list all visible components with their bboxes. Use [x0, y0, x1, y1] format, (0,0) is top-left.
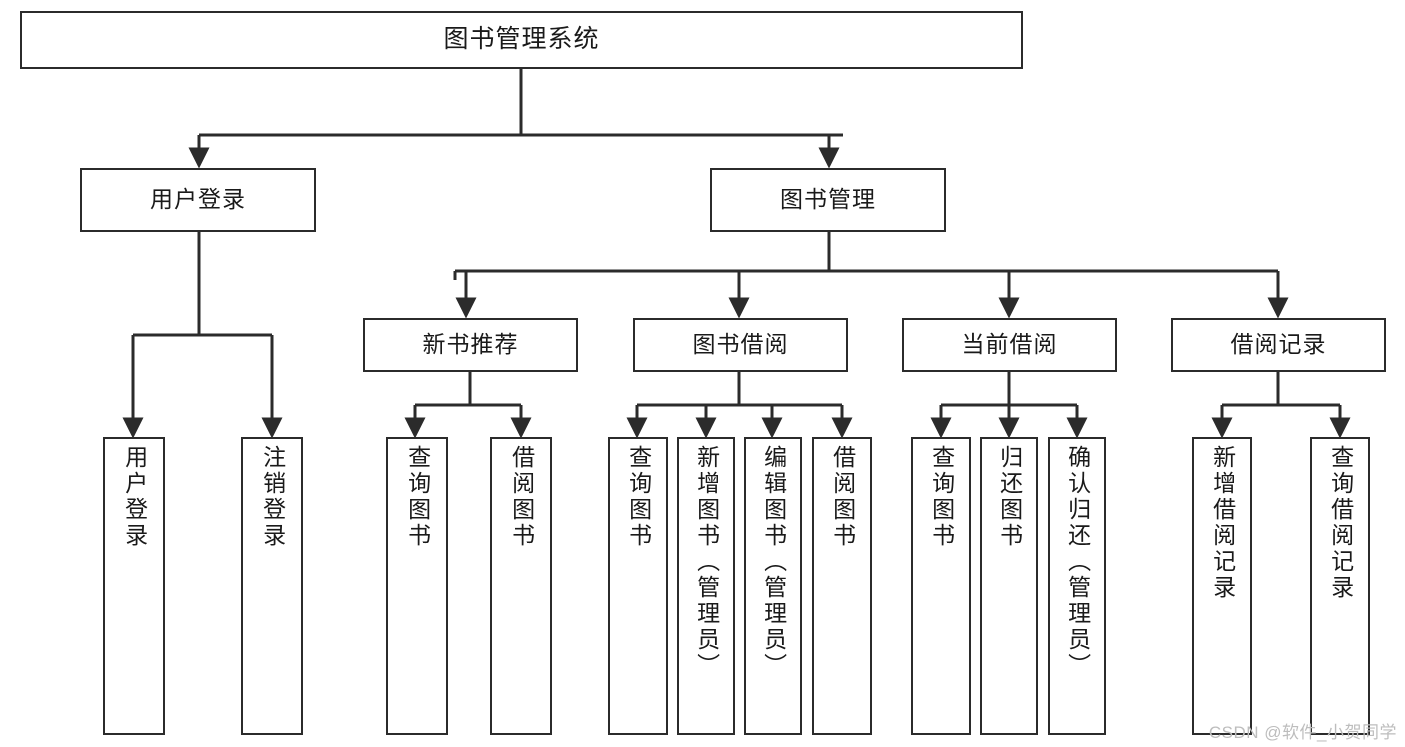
node-book-management[interactable]: 图书管理 — [710, 168, 946, 232]
leaf-label: 查询借阅记录 — [1327, 445, 1354, 601]
leaf-label: 查询图书 — [928, 445, 955, 549]
node-root-system[interactable]: 图书管理系统 — [20, 11, 1023, 69]
leaf-label: 查询图书 — [625, 445, 652, 549]
leaf-label: 新增图书（管理员） — [693, 445, 720, 679]
leaf-label: 归还图书 — [996, 445, 1023, 549]
node-borrow-records[interactable]: 借阅记录 — [1171, 318, 1386, 372]
watermark-text: CSDN @软件_小贺同学 — [1208, 723, 1397, 742]
leaf-current-return-book[interactable]: 归还图书 — [980, 437, 1038, 735]
leaf-current-confirm-return-admin[interactable]: 确认归还（管理员） — [1048, 437, 1106, 735]
leaf-current-query-book[interactable]: 查询图书 — [911, 437, 971, 735]
leaf-label: 借阅图书 — [508, 445, 535, 549]
leaf-user-login-logout[interactable]: 注销登录 — [241, 437, 303, 735]
node-new-book-recommend[interactable]: 新书推荐 — [363, 318, 578, 372]
leaf-borrow-borrow-book[interactable]: 借阅图书 — [812, 437, 872, 735]
leaf-records-add-record[interactable]: 新增借阅记录 — [1192, 437, 1252, 735]
leaf-borrow-query-book[interactable]: 查询图书 — [608, 437, 668, 735]
leaf-label: 确认归还（管理员） — [1064, 445, 1091, 679]
leaf-label: 新增借阅记录 — [1209, 445, 1236, 601]
leaf-label: 用户登录 — [121, 445, 148, 549]
node-user-login[interactable]: 用户登录 — [80, 168, 316, 232]
leaf-records-query-record[interactable]: 查询借阅记录 — [1310, 437, 1370, 735]
leaf-user-login-login[interactable]: 用户登录 — [103, 437, 165, 735]
leaf-new-book-borrow[interactable]: 借阅图书 — [490, 437, 552, 735]
leaf-label: 查询图书 — [404, 445, 431, 549]
leaf-label: 编辑图书（管理员） — [760, 445, 787, 679]
leaf-new-book-query[interactable]: 查询图书 — [386, 437, 448, 735]
leaf-label: 注销登录 — [259, 445, 286, 549]
leaf-borrow-add-book-admin[interactable]: 新增图书（管理员） — [677, 437, 735, 735]
leaf-label: 借阅图书 — [829, 445, 856, 549]
node-current-borrow[interactable]: 当前借阅 — [902, 318, 1117, 372]
node-book-borrow[interactable]: 图书借阅 — [633, 318, 848, 372]
leaf-borrow-edit-book-admin[interactable]: 编辑图书（管理员） — [744, 437, 802, 735]
